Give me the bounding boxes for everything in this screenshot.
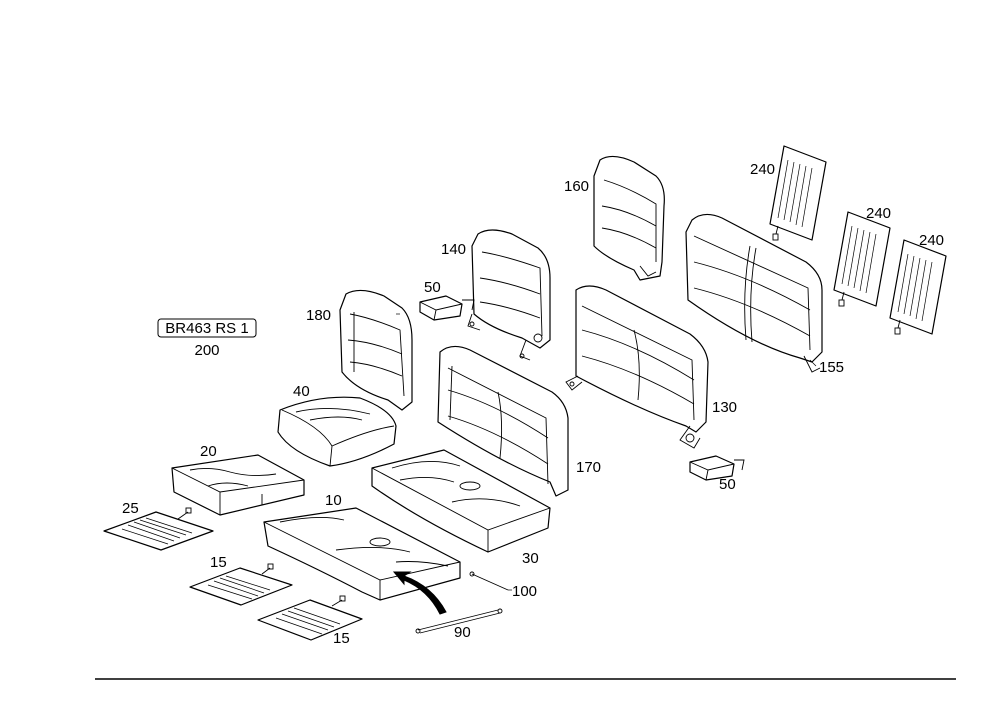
bracket-50-upper (419, 295, 475, 321)
seat-cushion-20 (171, 454, 305, 516)
callout-10: 10 (325, 492, 342, 509)
callout-240-middle: 240 (866, 205, 891, 222)
callout-140: 140 (441, 241, 466, 258)
backrest-140 (467, 229, 551, 361)
seat-cushion-40 (277, 396, 397, 467)
callout-leaders (396, 313, 817, 591)
callout-20: 20 (200, 443, 217, 460)
backrest-130 (565, 285, 709, 449)
pin-100 (469, 571, 509, 591)
model-badge-text: BR463 RS 1 (165, 320, 248, 337)
heater-mat-25 (103, 507, 214, 551)
callout-30: 30 (522, 550, 539, 567)
heater-mat-15-lower (257, 595, 363, 641)
heater-mat-15-upper (189, 563, 293, 606)
callout-100: 100 (512, 583, 537, 600)
callout-15-upper: 15 (210, 554, 227, 571)
callout-90: 90 (454, 624, 471, 641)
seat-cushion-30 (371, 449, 551, 553)
heater-mat-240-right (889, 239, 947, 335)
backrest-180 (339, 289, 413, 411)
callout-130: 130 (712, 399, 737, 416)
model-number-label: 200 (194, 342, 219, 359)
model-badge: BR463 RS 1 (157, 318, 257, 338)
callout-155: 155 (819, 359, 844, 376)
callout-50-upper: 50 (424, 279, 441, 296)
callout-240-right: 240 (919, 232, 944, 249)
backrest-170 (437, 345, 569, 497)
seat-cushion-10 (263, 507, 461, 601)
heater-arrow (392, 571, 447, 615)
callout-40: 40 (293, 383, 310, 400)
backrest-160 (593, 155, 665, 281)
callout-15-lower: 15 (333, 630, 350, 647)
callout-240-top: 240 (750, 161, 775, 178)
callout-25: 25 (122, 500, 139, 517)
callout-180: 180 (306, 307, 331, 324)
callout-160: 160 (564, 178, 589, 195)
backrest-155 (685, 213, 823, 373)
heater-mat-240-middle (833, 211, 891, 307)
callout-50-lower: 50 (719, 476, 736, 493)
heater-mat-240-top (769, 145, 827, 241)
callout-170: 170 (576, 459, 601, 476)
bracket-50-lower (689, 455, 745, 481)
wire-90 (415, 608, 503, 634)
